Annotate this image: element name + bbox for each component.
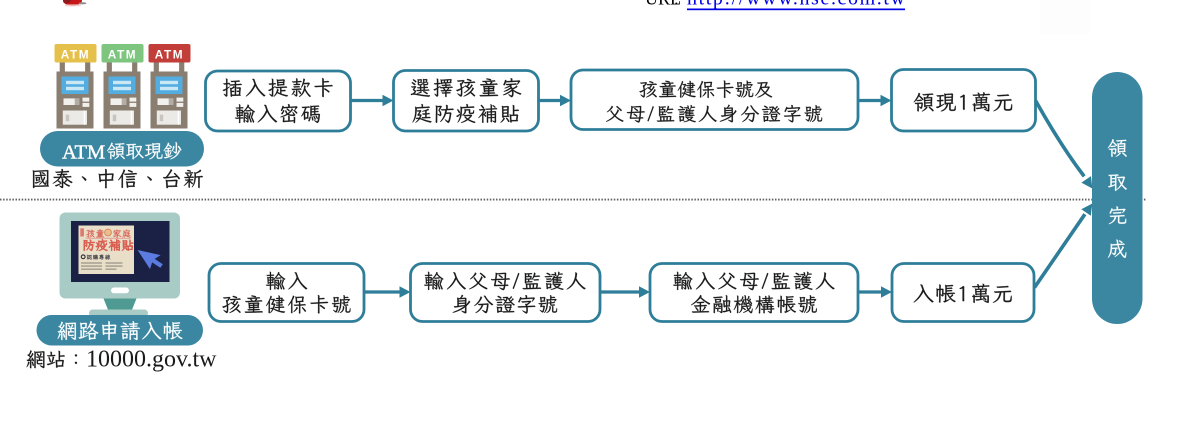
svg-text:http://www.nse.com.tw: http://www.nse.com.tw [687, 0, 906, 9]
svg-text:ATM: ATM [108, 48, 137, 62]
svg-text:10000.gov.tw: 10000.gov.tw [86, 346, 217, 372]
svg-text::: : [674, 0, 679, 8]
svg-text:URL: URL [645, 0, 681, 8]
svg-text:ATM: ATM [155, 48, 184, 62]
svg-text:ATM: ATM [62, 141, 105, 163]
svg-text:ATM: ATM [61, 48, 90, 62]
